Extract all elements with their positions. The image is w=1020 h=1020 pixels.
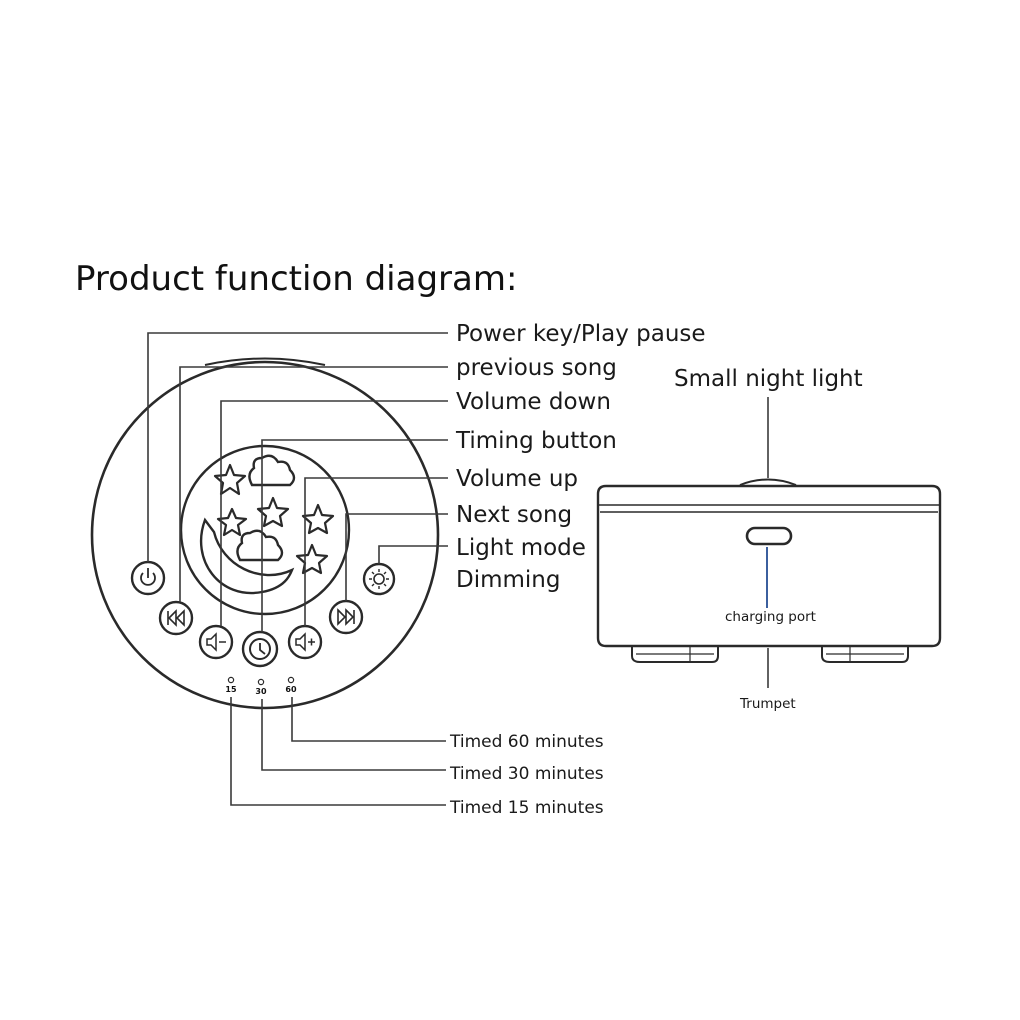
label-volume-down: Volume down — [456, 389, 611, 415]
tick-label-60: 60 — [285, 685, 297, 694]
label-power-play-pause: Power key/Play pause — [456, 321, 706, 347]
light-mode-button[interactable] — [362, 562, 396, 596]
timer-indicator-60: 60 — [285, 676, 297, 694]
side-view-device — [596, 478, 942, 663]
star-icon — [213, 463, 247, 496]
left-foot — [631, 646, 719, 663]
diagram-title: Product function diagram: — [75, 259, 517, 299]
label-small-night-light: Small night light — [674, 366, 863, 392]
callout-lines — [147, 332, 448, 806]
star-icon — [301, 503, 335, 535]
label-timed-60: Timed 60 minutes — [449, 732, 604, 752]
label-timing-button: Timing button — [455, 428, 617, 454]
next-song-button[interactable] — [328, 599, 364, 635]
label-timed-30: Timed 30 minutes — [449, 764, 604, 784]
previous-icon — [167, 609, 185, 627]
night-light-cap — [739, 478, 797, 486]
side-body — [596, 484, 942, 648]
volume-down-icon — [206, 632, 226, 652]
cloud-icon — [236, 529, 284, 562]
label-volume-up: Volume up — [456, 466, 578, 492]
cloud-icon — [248, 454, 296, 487]
label-dimming: Dimming — [456, 567, 560, 593]
star-icon — [295, 543, 329, 575]
volume-down-button[interactable] — [198, 624, 234, 660]
power-icon — [140, 572, 156, 586]
volume-up-icon — [295, 632, 315, 652]
previous-song-button[interactable] — [158, 600, 194, 636]
label-charging-port: charging port — [725, 609, 816, 625]
clock-icon — [259, 643, 266, 655]
volume-up-button[interactable] — [287, 624, 323, 660]
tick-label-15: 15 — [225, 685, 237, 694]
label-timed-15: Timed 15 minutes — [449, 798, 604, 818]
moon-icon — [199, 517, 295, 595]
label-trumpet: Trumpet — [739, 696, 796, 712]
timing-button[interactable] — [241, 630, 279, 668]
device-top-rim — [204, 357, 326, 366]
usb-c-port — [745, 526, 793, 546]
timer-indicator-15: 15 — [225, 676, 237, 694]
next-icon — [337, 608, 355, 626]
sun-icon — [369, 569, 389, 589]
star-icon — [216, 507, 248, 537]
right-foot — [821, 646, 909, 663]
timer-indicator-30: 30 — [255, 678, 267, 696]
label-previous-song: previous song — [456, 355, 617, 381]
top-view-device: 15 30 60 — [90, 357, 440, 710]
label-light-mode: Light mode — [456, 535, 586, 561]
label-next-song: Next song — [456, 502, 572, 528]
power-play-pause-button[interactable] — [130, 560, 166, 596]
light-dome — [179, 444, 351, 616]
tick-label-30: 30 — [255, 687, 267, 696]
device-outer-ring — [90, 360, 440, 710]
